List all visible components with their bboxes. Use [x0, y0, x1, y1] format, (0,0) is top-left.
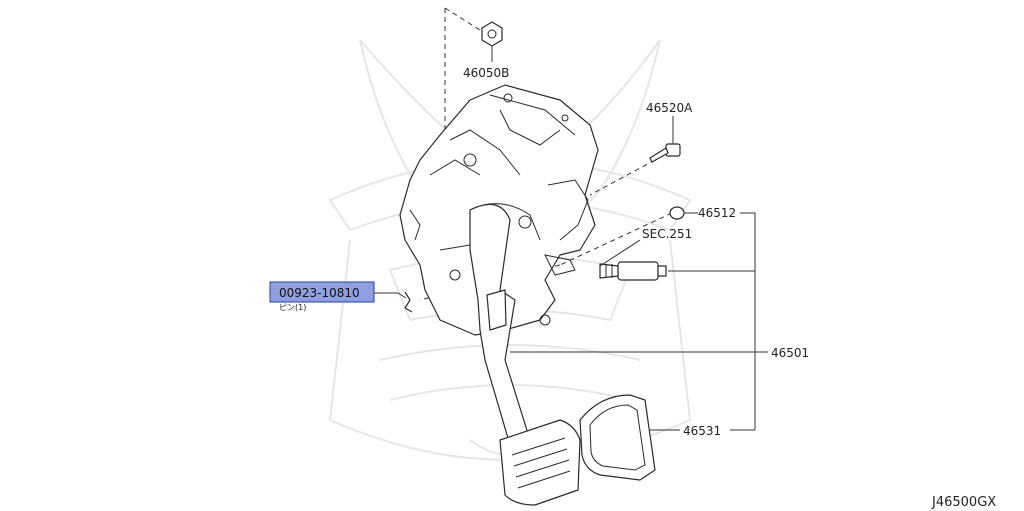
label-46512[interactable]: 46512 — [698, 206, 736, 220]
pedal-switch[interactable] — [599, 261, 667, 281]
label-46520a[interactable]: 46520A — [646, 101, 693, 115]
label-00923-10810-sub: ピン(1) — [279, 303, 306, 312]
leader-lines — [374, 46, 768, 431]
stopper-46512[interactable] — [669, 206, 685, 220]
highlighted-part-number[interactable]: 00923-10810 ピン(1) — [269, 281, 375, 312]
nut-46050b[interactable] — [481, 21, 503, 47]
pin-00923-10810[interactable] — [404, 291, 413, 313]
label-00923-10810[interactable]: 00923-10810 — [279, 286, 360, 300]
diagram-id-code: J46500GX — [931, 495, 996, 510]
label-46050b[interactable]: 46050B — [463, 66, 509, 80]
label-46501[interactable]: 46501 — [771, 346, 809, 360]
bolt-46520a[interactable] — [649, 143, 681, 163]
pedal-pad[interactable] — [579, 394, 656, 481]
label-sec251[interactable]: SEC.251 — [642, 227, 692, 241]
pedal-arm[interactable] — [469, 203, 581, 506]
label-46531[interactable]: 46531 — [683, 424, 721, 438]
